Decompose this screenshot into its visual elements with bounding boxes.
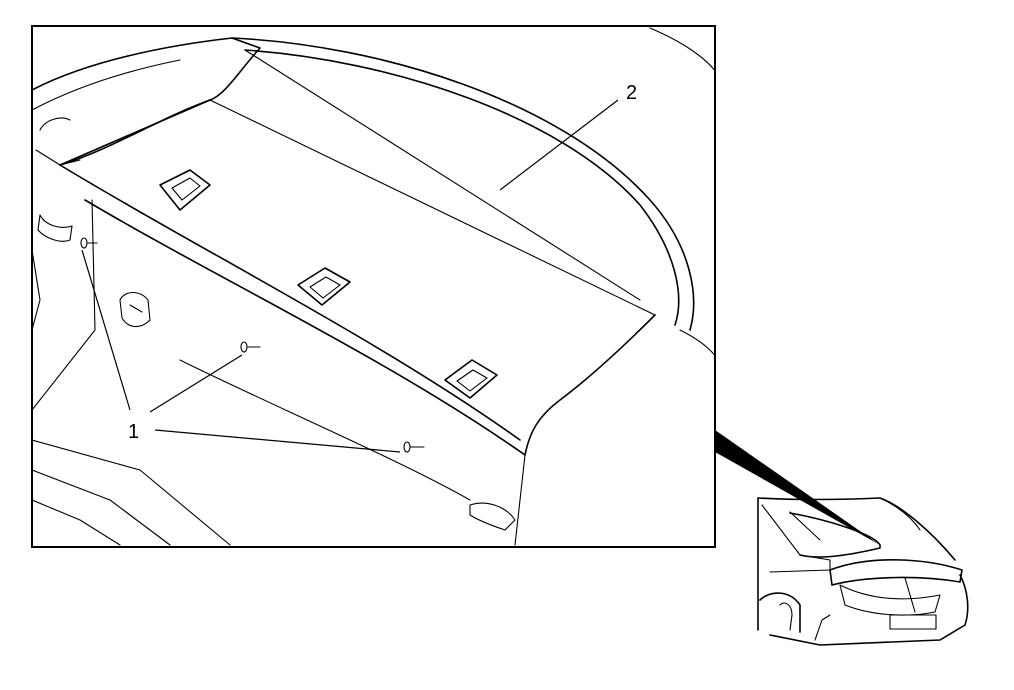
right-mount-bracket [469, 502, 516, 531]
leader-1-to-left-fastener [81, 249, 131, 411]
vehicle-trunk-center [904, 577, 916, 613]
rear-window-outer-arc [231, 37, 695, 331]
shelf-grip-right [444, 359, 498, 399]
fastener-left [80, 237, 98, 249]
shelf-right-edge [524, 314, 656, 456]
left-trim-edge [35, 149, 81, 166]
vehicle-rear-glass [789, 512, 881, 558]
vehicle-spoiler [879, 497, 921, 531]
left-trim-line [32, 59, 181, 111]
vehicle-trunk-lid [829, 559, 963, 586]
cargo-left-wall [32, 199, 96, 411]
vehicle-locator-view [757, 497, 969, 646]
cargo-hook-detail [129, 304, 143, 313]
body-edge-right [679, 329, 715, 357]
left-mount-bracket [37, 214, 73, 242]
leader-2-to-shelf [499, 99, 619, 191]
callout-2: 2 [626, 82, 637, 104]
vehicle-bumper [769, 574, 969, 646]
left-trim-panel [32, 37, 261, 166]
vehicle-side-window [761, 504, 831, 573]
cargo-shadow-line [179, 359, 471, 501]
shelf-front-lower-edge [84, 199, 526, 456]
left-trim-detail [39, 117, 71, 131]
fastener-right [403, 441, 425, 453]
detail-frame [31, 25, 716, 548]
left-pillar-edge [32, 249, 41, 331]
cargo-floor-line [32, 469, 171, 546]
rear-window-inner-arc [244, 49, 680, 326]
vehicle-wheel-arch [759, 592, 801, 633]
vehicle-wheel [779, 602, 793, 631]
shelf-seam-line [244, 49, 641, 301]
vehicle-license-plate [889, 614, 937, 630]
cargo-hook [119, 291, 151, 328]
shelf-rear-edge [209, 99, 656, 316]
leader-1-to-center-fastener [149, 354, 243, 413]
shelf-grip-left [159, 169, 211, 211]
vehicle-reflector [814, 614, 831, 641]
vehicle-tail-light [839, 584, 941, 616]
detail-view: 1 2 [31, 25, 716, 548]
shelf-top-left-edge [59, 99, 211, 166]
fastener-center [240, 341, 261, 353]
leader-1-to-right-fastener [154, 429, 401, 453]
vehicle-window-pillar [789, 511, 821, 541]
cargo-right-post [514, 454, 526, 546]
detail-illustration [32, 27, 715, 546]
shelf-front-top-edge [59, 164, 521, 441]
cargo-floor-edge [32, 439, 231, 546]
view-pointer-wedge [715, 430, 880, 545]
cargo-floor-line-2 [32, 499, 121, 546]
body-edge-top-right [649, 27, 715, 72]
shelf-grip-center [297, 267, 351, 306]
callout-1: 1 [128, 421, 139, 443]
